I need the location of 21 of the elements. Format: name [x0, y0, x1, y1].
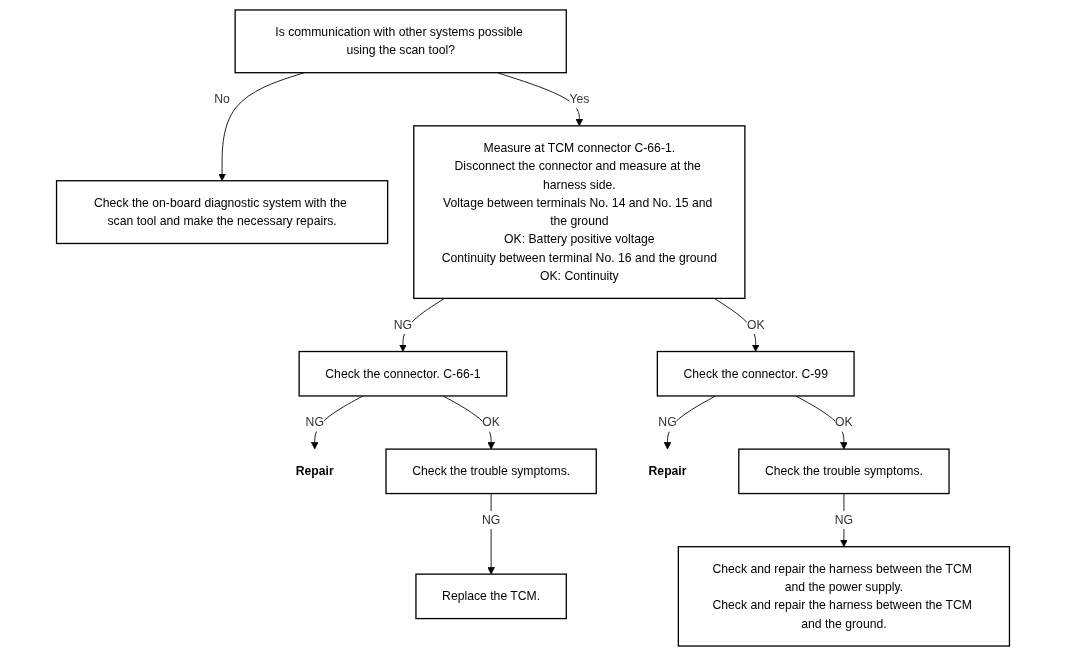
edge-label: NG	[393, 317, 413, 332]
node-text: Repair	[295, 463, 334, 478]
node-box: Measure at TCM connector C-66-1. Disconnect the connector and measure at the harness side. Voltage between terminals No. 14 and No. 15 and the ground OK: Battery positive voltage Continuity between terminal No. 16 and the ground OK: Continuity	[413, 125, 746, 300]
node-box: Check the on-board diagnostic system with the scan tool and make the necessary repairs.	[55, 180, 389, 245]
edge-label: Yes	[569, 91, 590, 106]
edge-label: NG	[834, 512, 854, 527]
node-box: Check the connector. C-66-1	[298, 350, 508, 397]
node-text: Repair	[648, 463, 687, 478]
edge-label: NG	[481, 512, 501, 527]
node-box: Check the connector. C-99	[656, 350, 855, 397]
edge-label: OK	[746, 317, 765, 332]
edge-label: NG	[305, 415, 324, 430]
node-box: Check the trouble symptoms.	[385, 448, 597, 495]
node-box: Is communication with other systems possible using the scan tool?	[234, 9, 567, 74]
edge-label: No	[214, 91, 230, 106]
edge-label: NG	[658, 415, 677, 430]
node-box: Replace the TCM.	[415, 573, 567, 620]
node-box: Check the trouble symptoms.	[738, 448, 950, 495]
edge-label: OK	[835, 415, 853, 430]
edge-label: OK	[482, 415, 500, 430]
node-box: Check and repair the harness between the TCM and the power supply. Check and repair the harness between the TCM and the ground.	[677, 546, 1011, 647]
